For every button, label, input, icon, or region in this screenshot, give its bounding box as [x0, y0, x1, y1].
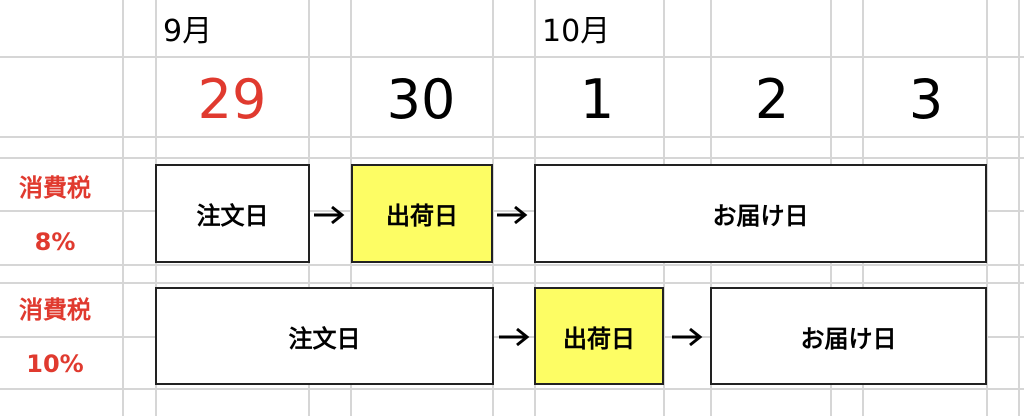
- order-date-box-8: 注文日: [155, 164, 310, 263]
- tax-label-8: 消費税: [19, 174, 91, 202]
- grid-line: [1018, 0, 1020, 416]
- tax-rate-8: 8%: [34, 228, 76, 256]
- grid-line: [122, 0, 124, 416]
- grid-line: [0, 388, 1024, 390]
- grid-line: [492, 0, 494, 416]
- grid-line: [0, 136, 1024, 138]
- arrow-right-icon: [314, 205, 345, 225]
- day-label-1: 1: [579, 68, 615, 131]
- grid-line: [986, 0, 988, 416]
- day-label-2: 2: [754, 68, 790, 131]
- day-label-30: 30: [386, 68, 456, 131]
- arrow-right-icon: [499, 327, 530, 347]
- delivery-date-box-10: お届け日: [710, 287, 987, 385]
- ship-date-box-8: 出荷日: [351, 164, 493, 263]
- day-label-29: 29: [197, 68, 267, 131]
- tax-label-10: 消費税: [19, 296, 91, 324]
- grid-line: [0, 56, 1024, 58]
- grid-line: [0, 282, 1024, 284]
- arrow-right-icon: [497, 205, 528, 225]
- arrow-right-icon: [672, 327, 703, 347]
- order-date-box-10: 注文日: [155, 287, 494, 385]
- grid-line: [0, 210, 1024, 212]
- month-label-sep: 9月: [163, 14, 213, 49]
- grid-line: [0, 264, 1024, 266]
- grid-line: [0, 157, 1024, 159]
- day-label-3: 3: [908, 68, 944, 131]
- month-label-oct: 10月: [542, 14, 611, 49]
- tax-rate-10: 10%: [26, 350, 84, 378]
- ship-date-box-10: 出荷日: [534, 287, 664, 385]
- delivery-date-box-8: お届け日: [534, 164, 987, 263]
